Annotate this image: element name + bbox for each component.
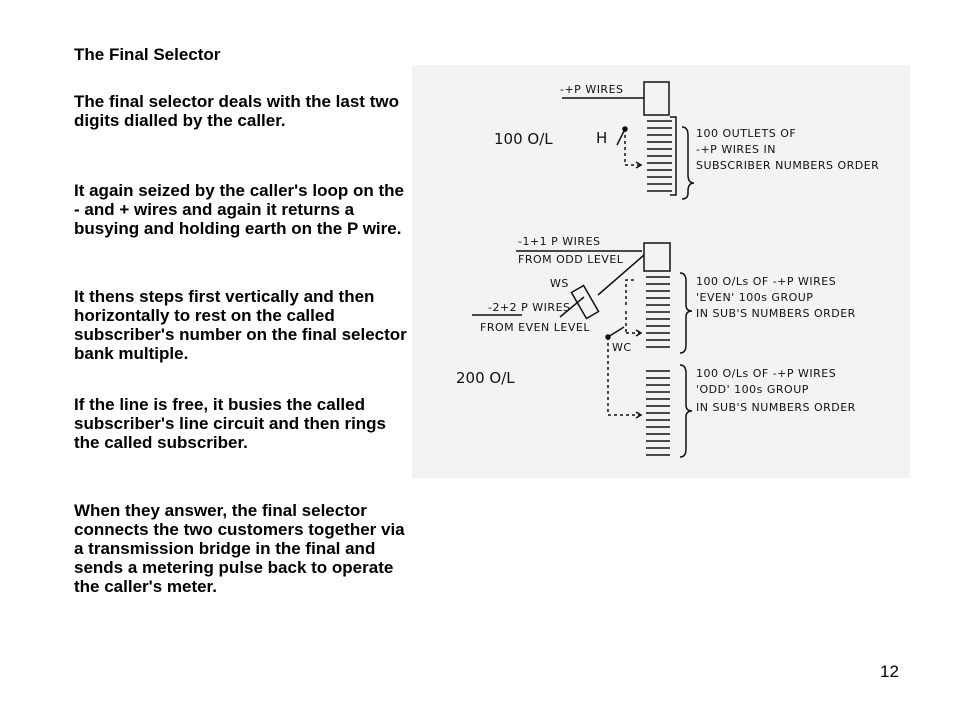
h-label: H: [596, 129, 607, 147]
odd-wires-line2: FROM ODD LEVEL: [518, 253, 624, 266]
ws-label: WS: [550, 277, 569, 290]
even-bank-contacts: [646, 276, 670, 348]
even-line2: 'EVEN' 100s GROUP: [696, 291, 813, 304]
paragraph-seizure: It again seized by the caller's loop on …: [74, 181, 404, 238]
top-wires-label: -+P WIRES: [560, 83, 624, 96]
odd-line3: IN SUB'S NUMBERS ORDER: [696, 401, 856, 414]
odd-line2: 'ODD' 100s GROUP: [696, 383, 809, 396]
top-bank-contacts: [647, 120, 672, 192]
paragraph-ringing: If the line is free, it busies the calle…: [74, 395, 387, 452]
even-line3: IN SUB'S NUMBERS ORDER: [696, 307, 856, 320]
odd-line1: 100 O/Ls OF -+P WIRES: [696, 367, 836, 380]
bottom-selector-head: [643, 242, 671, 272]
diagram-drawing: -+P WIRES 100 O/L H 100 OUTLETS OF -+P W…: [456, 81, 879, 458]
top-ol-label: 100 O/L: [494, 130, 553, 148]
bottom-ol-label: 200 O/L: [456, 369, 515, 387]
paragraph-stepping: It thens steps first vertically and then…: [74, 287, 407, 363]
odd-wires-line1: -1+1 P WIRES: [518, 235, 601, 248]
odd-bank-contacts: [646, 370, 670, 456]
top-outlets-line2: -+P WIRES IN: [696, 143, 776, 156]
page-number: 12: [880, 662, 899, 681]
slide-title: The Final Selector: [74, 45, 221, 64]
even-wires-line1: -2+2 P WIRES: [488, 301, 571, 314]
paragraph-answer: When they answer, the final selector con…: [74, 501, 405, 596]
top-outlets-line1: 100 OUTLETS OF: [696, 127, 796, 140]
top-selector-head: [643, 81, 670, 116]
paragraph-intro: The final selector deals with the last t…: [74, 92, 399, 130]
even-wires-line2: FROM EVEN LEVEL: [480, 321, 590, 334]
top-outlets-line3: SUBSCRIBER NUMBERS ORDER: [696, 159, 879, 172]
even-line1: 100 O/Ls OF -+P WIRES: [696, 275, 836, 288]
wc-label: WC: [612, 341, 632, 354]
final-selector-diagram: -+P WIRES 100 O/L H 100 OUTLETS OF -+P W…: [412, 65, 910, 478]
